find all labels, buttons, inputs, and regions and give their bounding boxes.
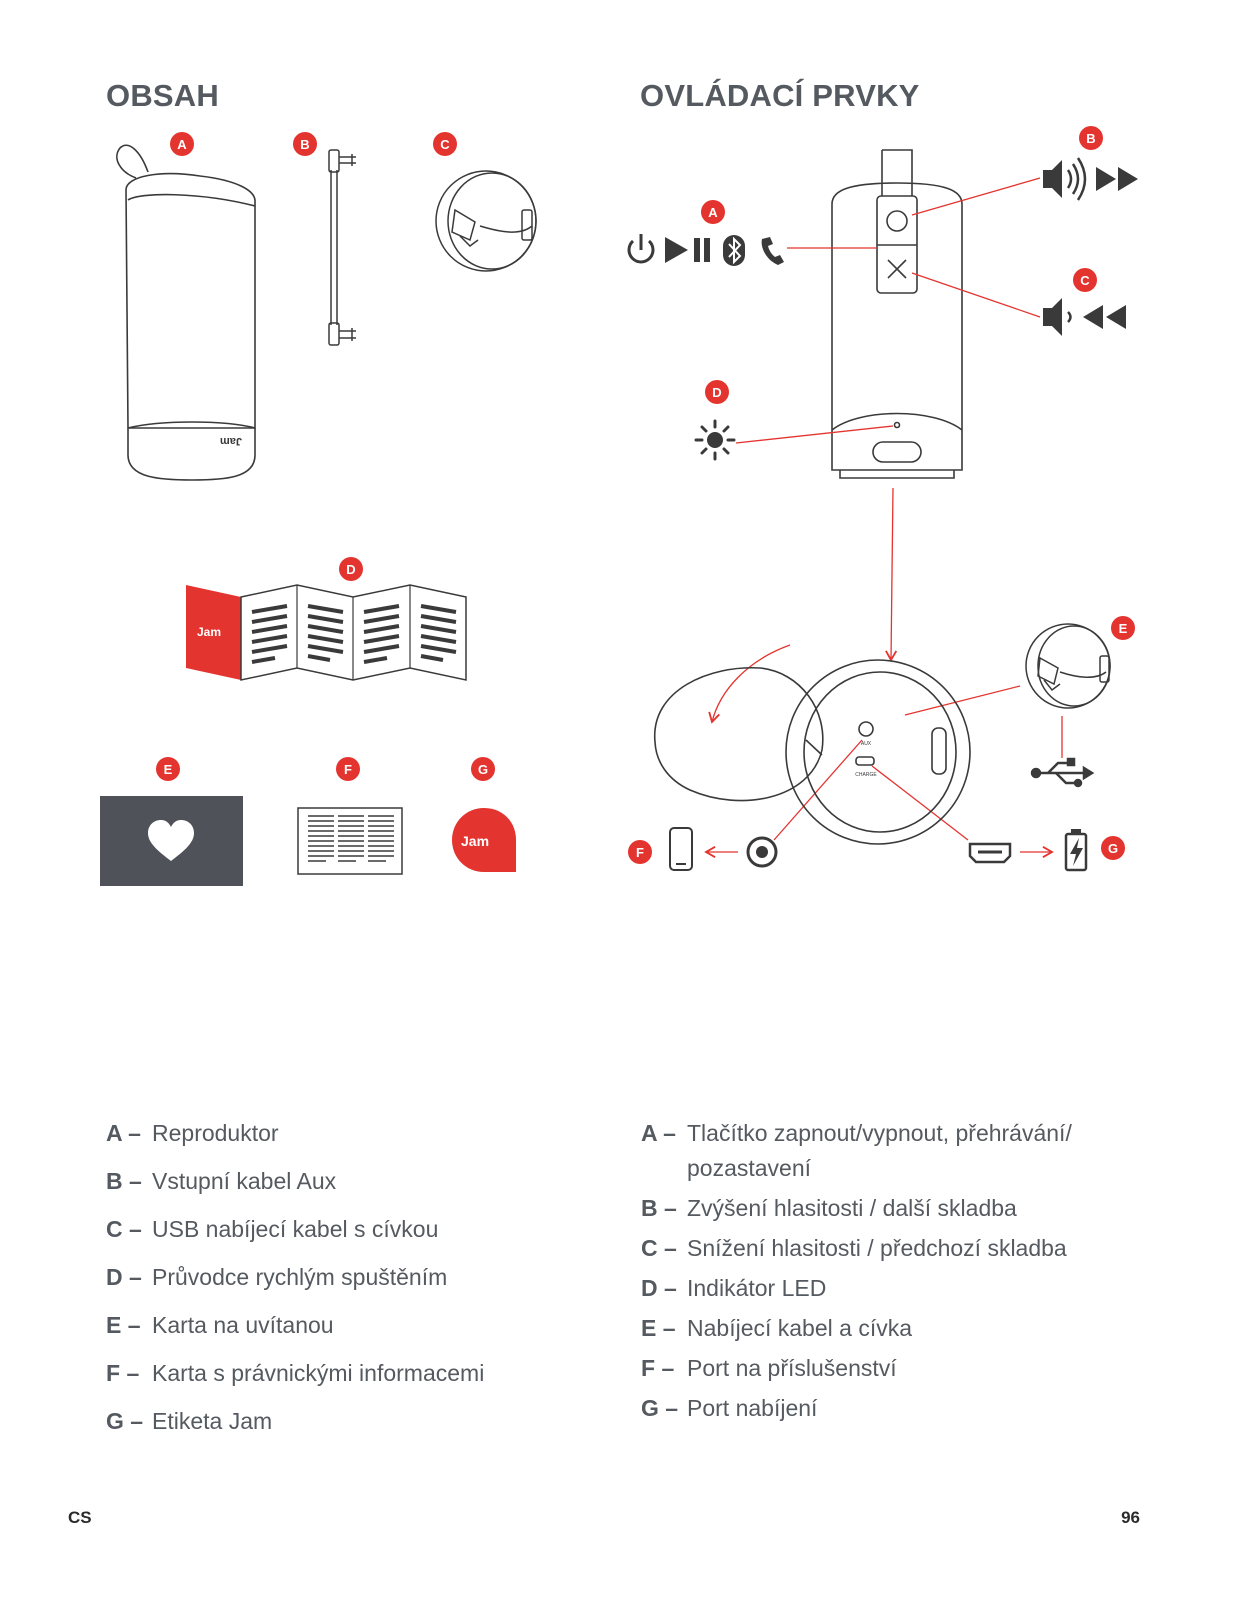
svg-text:Jam: Jam xyxy=(220,435,242,447)
controls-list: A –Tlačítko zapnout/vypnout, přehrávání/… xyxy=(641,1116,1141,1431)
list-item: A –Tlačítko zapnout/vypnout, přehrávání/… xyxy=(641,1120,1072,1181)
page-number: 96 xyxy=(1121,1508,1140,1527)
volume-down-icon xyxy=(1043,298,1072,336)
leader-lines xyxy=(704,177,1063,858)
control-marker-b: B xyxy=(1086,131,1095,146)
usb-icon xyxy=(1030,757,1095,788)
marker-d: D xyxy=(346,562,355,577)
bluetooth-icon xyxy=(723,235,745,266)
control-marker-e: E xyxy=(1119,621,1128,636)
contents-markers: A B C D E F G xyxy=(156,132,495,781)
list-item: E –Karta na uvítanou xyxy=(106,1312,334,1338)
controls-markers: A B C D E F G xyxy=(628,126,1135,864)
charge-port-label: CHARGE xyxy=(855,772,877,778)
list-item: E –Nabíjecí kabel a cívka xyxy=(641,1315,913,1341)
list-item: C –USB nabíjecí kabel s cívkou xyxy=(106,1216,439,1242)
controls-heading: OVLÁDACÍ PRVKY xyxy=(640,78,920,113)
pause-icon xyxy=(694,238,710,262)
speaker-back-illustration xyxy=(831,149,963,479)
charging-coil-illustration xyxy=(1025,623,1111,709)
led-indicator-icon xyxy=(694,419,736,461)
contents-heading: OBSAH xyxy=(106,78,219,113)
charge-port-icon xyxy=(968,842,1012,864)
list-item: F –Karta s právnickými informacemi xyxy=(106,1360,485,1386)
marker-a: A xyxy=(177,137,187,152)
list-item: A –Reproduktor xyxy=(106,1120,279,1146)
list-item: D –Indikátor LED xyxy=(641,1275,827,1301)
control-marker-d: D xyxy=(712,385,721,400)
next-track-icon xyxy=(1096,167,1138,191)
quick-start-guide-illustration: Jam xyxy=(186,584,467,681)
aux-port-label: AUX xyxy=(861,741,872,747)
previous-track-icon xyxy=(1083,305,1126,329)
control-marker-a: A xyxy=(708,205,718,220)
volume-up-icon xyxy=(1043,157,1087,201)
language-code: CS xyxy=(68,1508,92,1527)
svg-text:Jam: Jam xyxy=(197,625,221,639)
aux-port-icon xyxy=(746,836,778,868)
list-item: D –Průvodce rychlým spuštěním xyxy=(106,1264,448,1290)
marker-e: E xyxy=(164,762,173,777)
aux-cable-illustration xyxy=(328,149,356,346)
smartphone-icon xyxy=(669,827,693,871)
contents-list: A –Reproduktor B –Vstupní kabel Aux C –U… xyxy=(106,1116,586,1452)
list-item: F –Port na příslušenství xyxy=(641,1355,897,1381)
control-marker-f: F xyxy=(636,845,644,860)
jam-logo-text: Jam xyxy=(461,833,489,849)
speaker-bottom-illustration: AUX CHARGE xyxy=(654,659,971,845)
battery-charging-icon xyxy=(1064,829,1088,872)
list-item: C –Snížení hlasitosti / předchozí skladb… xyxy=(641,1235,1067,1261)
play-icon xyxy=(665,237,688,263)
welcome-card-illustration xyxy=(100,796,243,886)
marker-f: F xyxy=(344,762,352,777)
power-icon xyxy=(627,234,655,264)
list-item: B –Zvýšení hlasitosti / další skladba xyxy=(641,1195,1017,1221)
illustration: Jam Jam xyxy=(100,126,1138,886)
marker-g: G xyxy=(478,762,488,777)
speaker-illustration: Jam xyxy=(116,144,256,481)
usb-coil-illustration xyxy=(435,170,537,272)
marker-c: C xyxy=(440,137,450,152)
jam-sticker-illustration: Jam xyxy=(452,808,516,872)
list-item: G –Port nabíjení xyxy=(641,1395,818,1421)
list-item: G –Etiketa Jam xyxy=(106,1408,273,1434)
control-marker-g: G xyxy=(1108,841,1118,856)
control-marker-c: C xyxy=(1080,273,1090,288)
list-item: B –Vstupní kabel Aux xyxy=(106,1168,337,1194)
legal-card-illustration xyxy=(297,807,403,875)
marker-b: B xyxy=(300,137,309,152)
phone-icon xyxy=(761,237,784,265)
